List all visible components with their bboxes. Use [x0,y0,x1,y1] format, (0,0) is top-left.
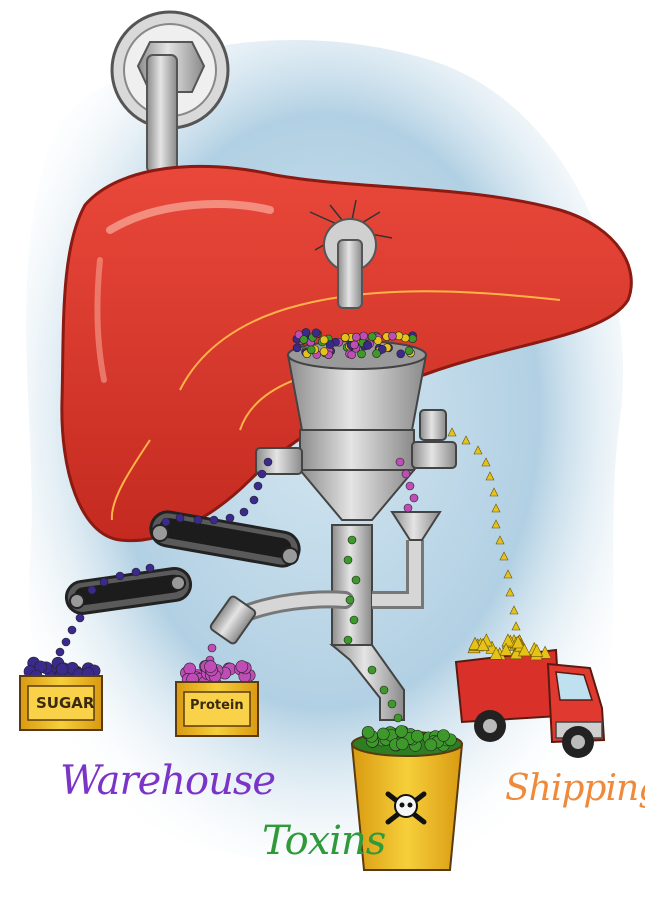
warehouse-label: Warehouse [60,758,275,804]
protein-box-label: Protein [190,698,244,713]
shipping-label: Shipping [505,768,645,809]
sugar-box-label: SUGAR [36,694,94,712]
toxins-label: Toxins [262,818,385,864]
